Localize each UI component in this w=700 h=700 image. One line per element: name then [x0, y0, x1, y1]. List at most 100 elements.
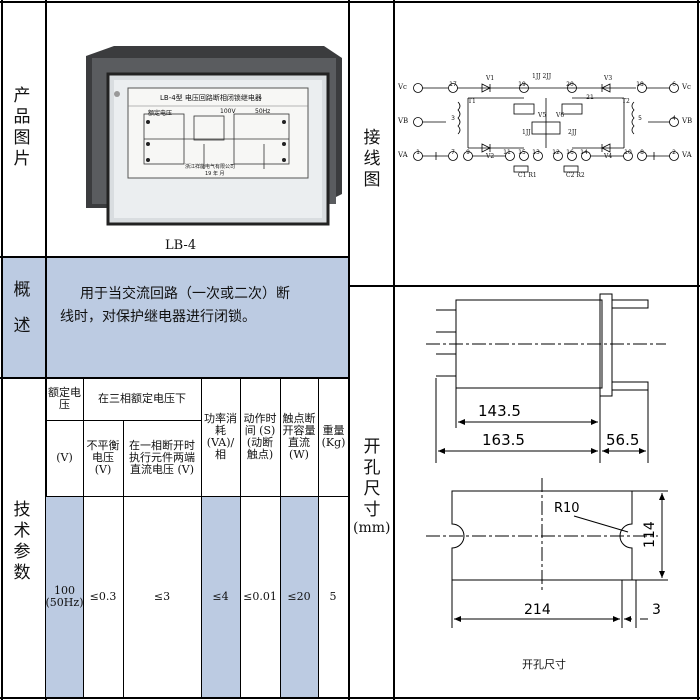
dim-r10: R10	[554, 501, 580, 516]
terminal-number: 4	[672, 115, 676, 122]
cutout-drawing: 143.5 163.5 56.5 R10 214 3 114	[396, 288, 696, 668]
wire-jj: 1JJ 2JJ	[532, 73, 552, 80]
v-weight: 5	[329, 589, 337, 603]
frame-right	[697, 0, 699, 700]
wire-t2: T2	[622, 98, 630, 105]
terminal-number: 11	[503, 149, 511, 156]
row-line-2	[0, 377, 350, 379]
wire-t1: T1	[468, 98, 476, 105]
spec-col-line-3	[201, 378, 202, 698]
terminal-number: 16	[566, 149, 574, 156]
terminal-number: 12	[552, 149, 560, 156]
wiring-diagram	[396, 62, 696, 182]
terminal-number: 18	[636, 81, 644, 88]
terminal-number: 9	[466, 149, 470, 156]
wire-va: VA	[398, 151, 408, 159]
device-sub-1: 额定电压	[148, 110, 173, 117]
terminal-number: 13	[532, 149, 540, 156]
label-wiring: 接线图	[363, 128, 381, 190]
terminal-number: 17	[449, 81, 457, 88]
left-label-divider	[45, 0, 47, 700]
h-contact: 触点断开容量直流 (W)	[282, 412, 316, 461]
wire-v2: V2	[486, 153, 495, 160]
h-weight: 重量 (Kg)	[321, 424, 346, 449]
wire-vc2: Vc	[682, 83, 691, 91]
row-line-right	[348, 285, 700, 287]
summary-label-bg	[3, 258, 45, 377]
terminal-number: 15	[518, 149, 526, 156]
wire-va2: VA	[682, 151, 692, 159]
dim-56-5: 56.5	[606, 431, 639, 449]
h-unit-v: (V)	[56, 451, 73, 464]
label-photo: 产品图片	[13, 86, 31, 169]
frame-top	[0, 1, 700, 3]
h-action-time: 动作时间 (S) (动断触点)	[243, 412, 277, 461]
terminal-number: 14	[580, 149, 588, 156]
wire-vb2: VB	[682, 117, 693, 125]
frame-bottom	[0, 697, 700, 699]
v-contact: ≤20	[287, 589, 311, 603]
device-maker: 浙江祥能电气有限公司	[185, 164, 236, 170]
wire-vb: VB	[398, 117, 409, 125]
terminal-number: 21	[586, 94, 594, 101]
device-title: LB-4型 电压回路断相闭锁继电器	[160, 94, 262, 102]
wire-vc: Vc	[398, 83, 407, 91]
h-three-phase: 在三相额定电压下	[98, 392, 186, 405]
device-sub-2: 100V	[220, 108, 236, 115]
wire-v6: V6	[556, 112, 565, 119]
label-summary-2: 述	[13, 316, 31, 336]
label-unit: (mm)	[353, 520, 391, 536]
terminal-number: 20	[566, 81, 574, 88]
v-power: ≤4	[212, 589, 229, 603]
spec-blue-col-6	[280, 496, 318, 697]
terminal-number: 8	[640, 149, 644, 156]
terminal-number: 3	[451, 115, 455, 122]
device-date: 19 年 月	[205, 171, 225, 177]
terminal-number: 2	[672, 149, 676, 156]
v-rated: 100 (50Hz)	[45, 583, 84, 609]
wire-jj2: 2JJ	[568, 129, 577, 136]
label-cutout: 开孔尺寸	[363, 437, 381, 520]
device-sub-3: 50Hz	[255, 108, 271, 115]
h-single-phase: 在一相断开时执行元件两端直流电压 (V)	[129, 439, 195, 476]
spec-col-line-5	[280, 378, 281, 698]
v-time: ≤0.01	[243, 589, 277, 603]
summary-line-2: 线时，对保护继电器进行闭锁。	[60, 309, 256, 325]
wire-c1r1: C1 R1	[518, 172, 537, 179]
frame-left	[1, 0, 3, 700]
wire-v1: V1	[486, 75, 495, 82]
dim-143-5: 143.5	[478, 402, 521, 420]
spec-row-line-1	[46, 420, 201, 421]
spec-col-line-6	[318, 378, 319, 698]
h-power: 功率消耗 (VA)/相	[204, 412, 237, 461]
spec-blue-col-1	[46, 496, 83, 697]
spec-blue-col-4	[201, 496, 240, 697]
label-summary-1: 概	[13, 280, 31, 300]
h-unbalance: 不平衡电压 (V)	[86, 439, 120, 476]
terminal-number: 19	[518, 81, 526, 88]
spec-col-line-4	[240, 378, 241, 698]
wire-v3: V3	[604, 75, 613, 82]
dim-214: 214	[524, 602, 551, 618]
terminal-number: 5	[638, 115, 642, 122]
summary-text-bg	[47, 258, 348, 377]
wire-v5: V5	[538, 112, 547, 119]
terminal-number: 1	[416, 149, 420, 156]
v-unbalance: ≤0.3	[89, 589, 117, 603]
summary-line-1: 用于当交流回路（一次或二次）断	[80, 286, 290, 302]
spec-col-line-1	[83, 378, 84, 698]
dim-3: 3	[652, 602, 661, 618]
spec-col-line-2	[123, 420, 124, 698]
right-label-divider	[393, 0, 395, 700]
product-photo	[84, 44, 348, 244]
cutout-caption: 开孔尺寸	[522, 658, 566, 671]
center-divider	[348, 0, 350, 700]
wire-c2r2: C2 R2	[566, 172, 585, 179]
wire-v4: V4	[604, 153, 613, 160]
label-tech: 技术参数	[13, 500, 31, 583]
h-rated-voltage: 额定电压	[48, 386, 81, 411]
terminal-number: 10	[624, 149, 632, 156]
terminal-number: 6	[672, 81, 676, 88]
spec-row-line-2	[46, 496, 348, 497]
product-caption: LB-4	[165, 238, 197, 253]
